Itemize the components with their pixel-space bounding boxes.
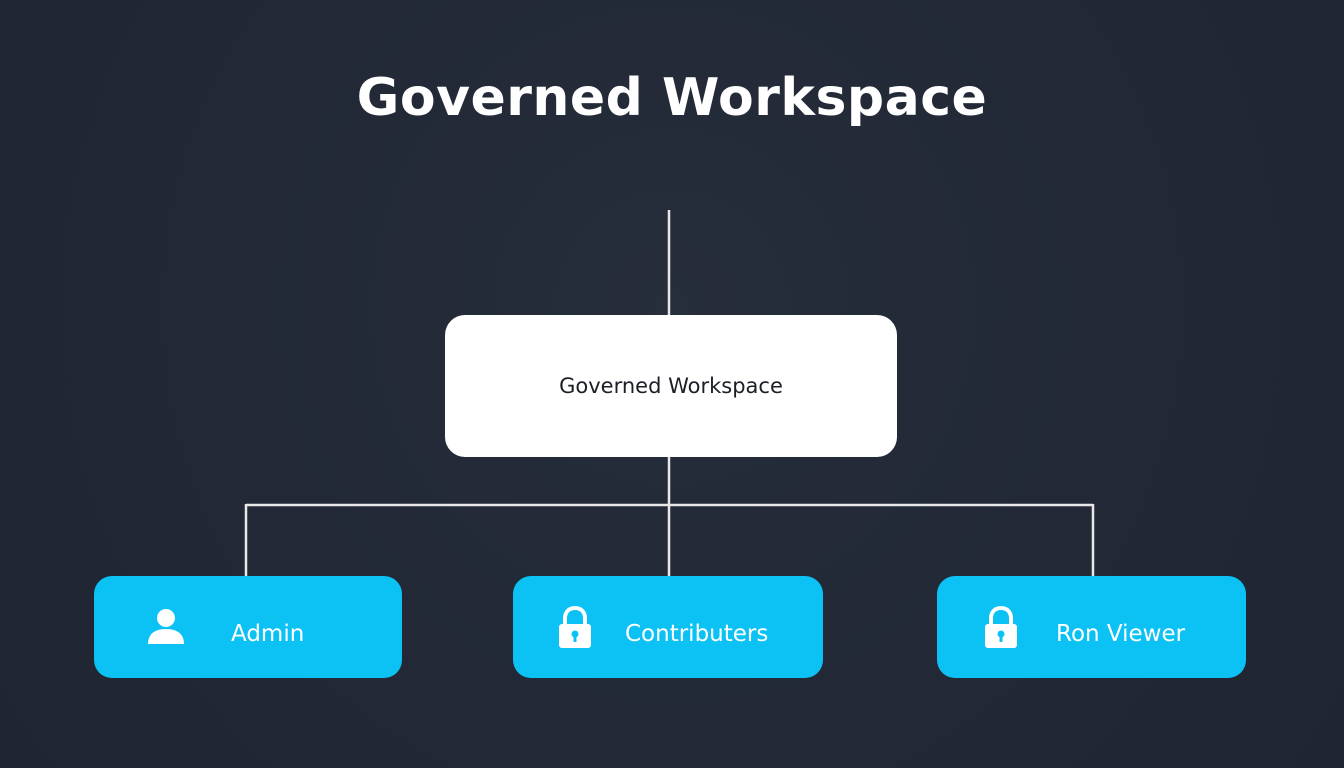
root-node-label: Governed Workspace <box>559 374 783 398</box>
child-node-admin: Admin <box>94 576 402 678</box>
lock-icon <box>981 605 1021 650</box>
child-node-label: Contributers <box>625 621 769 647</box>
child-node-label: Admin <box>231 621 305 647</box>
child-node-ron-viewer: Ron Viewer <box>937 576 1246 678</box>
root-node: Governed Workspace <box>445 315 897 457</box>
page-title: Governed Workspace <box>356 68 988 128</box>
child-node-label: Ron Viewer <box>1056 621 1186 647</box>
user-icon <box>146 606 186 650</box>
lock-icon <box>555 605 595 650</box>
child-node-contributers: Contributers <box>513 576 823 678</box>
